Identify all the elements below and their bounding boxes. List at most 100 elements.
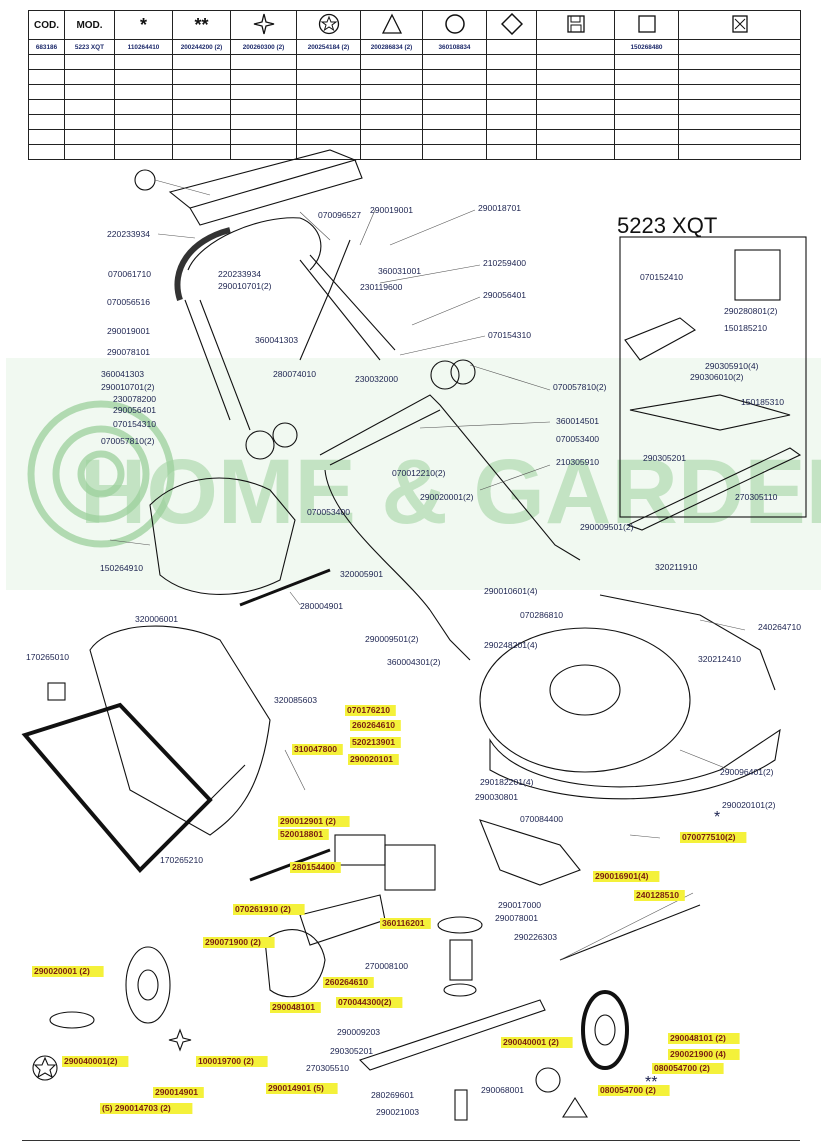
highlighted-part-label: 290016901(4) <box>595 871 649 881</box>
highlight-marker <box>196 1056 268 1067</box>
part-label: 170265210 <box>160 855 203 865</box>
part-label: 290096401(2) <box>720 767 774 777</box>
part-label: 070061710 <box>108 269 151 279</box>
part-label: 290306010(2) <box>690 372 744 382</box>
part-label: 290305201 <box>330 1046 373 1056</box>
part-label: 290009501(2) <box>580 522 634 532</box>
highlight-marker <box>350 720 401 731</box>
part-label: 270008100 <box>365 961 408 971</box>
part-label: 360041303 <box>101 369 144 379</box>
table-row-empty <box>28 54 801 70</box>
part-label: 290078001 <box>495 913 538 923</box>
part-label: 360014501 <box>556 416 599 426</box>
highlighted-part-label: 290048101 (2) <box>670 1033 726 1043</box>
highlighted-part-label: 290020001 (2) <box>34 966 90 976</box>
watermark: HOME & GARDEN <box>6 358 821 590</box>
highlight-marker <box>292 744 343 755</box>
part-label: 070053400 <box>556 434 599 444</box>
part-label: 230119600 <box>360 282 403 292</box>
highlight-marker <box>323 977 374 988</box>
part-label: 290018701 <box>478 203 521 213</box>
part-label: 220233934 <box>107 229 150 239</box>
leader-lines <box>109 179 746 961</box>
highlight-marker <box>634 890 685 901</box>
double-asterisk-icon: ** <box>194 15 209 35</box>
highlight-marker <box>350 737 401 748</box>
part-label: 070154310 <box>488 330 531 340</box>
highlighted-part-label: 290040001 (2) <box>503 1037 559 1047</box>
part-label: 240264710 <box>758 622 801 632</box>
highlight-marker <box>203 937 275 948</box>
highlight-marker <box>153 1087 204 1098</box>
highlight-marker <box>290 862 341 873</box>
diamond-icon <box>500 12 523 35</box>
part-label: 290021003 <box>376 1107 419 1117</box>
highlight-marker <box>336 997 403 1008</box>
model-title: 5223 XQT <box>617 213 717 238</box>
part-label: 290020001(2) <box>420 492 474 502</box>
part-label: 210259400 <box>483 258 526 268</box>
part-label: 280074010 <box>273 369 316 379</box>
highlighted-part-label: 280154400 <box>292 862 335 872</box>
part-label: 150185310 <box>741 397 784 407</box>
highlight-marker <box>278 829 329 840</box>
highlighted-part-label: 080054700 (2) <box>654 1063 710 1073</box>
part-label: 280004901 <box>300 601 343 611</box>
part-label: 320212410 <box>698 654 741 664</box>
part-label: 280269601 <box>371 1090 414 1100</box>
highlighted-part-label: 290012901 (2) <box>280 816 336 826</box>
part-label: 070057810(2) <box>553 382 607 392</box>
asterisk-icon: * <box>139 15 147 35</box>
table-row-empty <box>28 69 801 85</box>
part-label: 070154310 <box>113 419 156 429</box>
col-diamond <box>486 10 537 40</box>
highlighted-part-label: 240128510 <box>636 890 679 900</box>
part-label: 150264910 <box>100 563 143 573</box>
part-label: 290030801 <box>475 792 518 802</box>
highlight-marker <box>345 705 396 716</box>
part-label: 220233934 <box>218 269 261 279</box>
square-icon <box>47 682 66 701</box>
model-parts-table: COD. MOD. * ** <box>28 10 801 160</box>
highlight-marker <box>100 1103 193 1114</box>
part-number-labels: 070096527 290019001 290018701 220233934 0700… <box>26 203 801 1117</box>
part-label: 070152410 <box>640 272 683 282</box>
part-label: 290010701(2) <box>218 281 272 291</box>
highlight-marker <box>266 1083 338 1094</box>
part-label: 290019001 <box>107 326 150 336</box>
bottom-rule <box>22 1140 800 1141</box>
part-label: 070012210(2) <box>392 468 446 478</box>
part-label: 290019001 <box>370 205 413 215</box>
asterisk-marker: * <box>714 809 720 826</box>
highlighted-part-label: 290048101 <box>272 1002 315 1012</box>
part-label: 290305910(4) <box>705 361 759 371</box>
highlight-marker <box>278 816 350 827</box>
circle-icon <box>134 169 156 191</box>
part-label: 290009501(2) <box>365 634 419 644</box>
four-point-star-icon <box>168 1028 192 1052</box>
highlighted-part-label: 260264610 <box>352 720 395 730</box>
part-label: 270305110 <box>735 492 778 502</box>
col-four-point-star <box>230 10 297 40</box>
part-label: 290226303 <box>514 932 557 942</box>
part-label: 070084400 <box>520 814 563 824</box>
part-label: 290017000 <box>498 900 541 910</box>
part-label: 070096527 <box>318 210 361 220</box>
floppy-disk-icon <box>566 14 585 33</box>
col-square <box>614 10 679 40</box>
star-in-circle-icon <box>318 13 339 34</box>
part-label: 290009203 <box>337 1027 380 1037</box>
part-label: 170265010 <box>26 652 69 662</box>
double-asterisk-marker: ** <box>645 1074 657 1091</box>
part-label: 320211910 <box>655 562 698 572</box>
triangle-icon <box>381 13 402 34</box>
highlight-marker <box>593 871 660 882</box>
part-label: 230032000 <box>355 374 398 384</box>
circle-icon <box>444 13 465 34</box>
part-label: 290056401 <box>483 290 526 300</box>
highlighted-part-label: 290014901 <box>155 1087 198 1097</box>
highlight-marker <box>501 1037 573 1048</box>
part-label: 070056516 <box>107 297 150 307</box>
highlighted-part-label: 520018801 <box>280 829 323 839</box>
